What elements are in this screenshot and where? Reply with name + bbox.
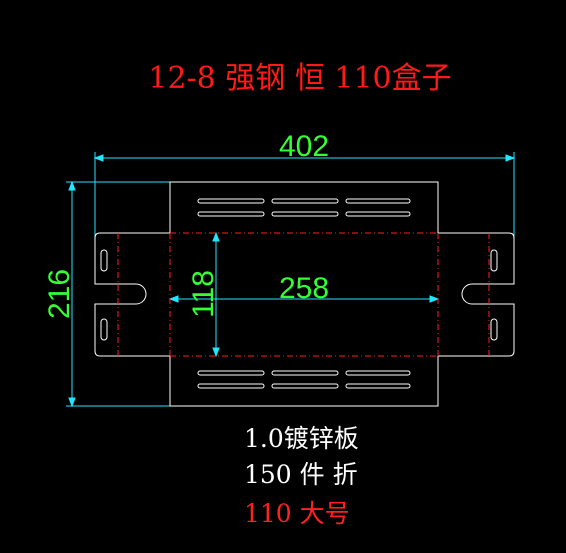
drawing-title: 12-8 强钢 恒 110盒子 xyxy=(148,61,451,96)
dimension-inner-width: 258 xyxy=(279,272,329,305)
vent-slots-top xyxy=(197,198,411,217)
fold-lines xyxy=(117,232,490,357)
dimension-overall-width: 402 xyxy=(279,130,329,163)
part-outline xyxy=(94,181,515,407)
vent-slots-bottom xyxy=(197,370,411,389)
dimension-lines xyxy=(66,152,516,408)
note-size: 110 大号 xyxy=(244,499,350,528)
dimension-overall-height: 216 xyxy=(43,269,76,319)
note-material: 1.0镀锌板 xyxy=(244,424,359,453)
note-quantity: 150 件 折 xyxy=(244,460,358,489)
dimension-inner-height: 118 xyxy=(187,270,220,318)
